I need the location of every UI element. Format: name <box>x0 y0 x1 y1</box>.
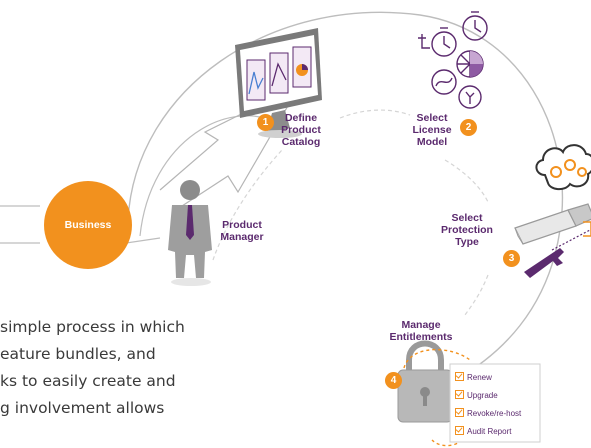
dashed-loop <box>403 349 471 369</box>
license-pie-fill <box>470 51 483 77</box>
padlock-icon <box>397 340 453 423</box>
step-1-line-2: Product <box>281 124 321 136</box>
checklist-item-renew[interactable]: Renew <box>455 372 492 383</box>
body-text-line-3: ks to easily create and <box>0 372 176 390</box>
product-manager-line-2: Manager <box>220 231 264 243</box>
step-2-label: Select License Model <box>407 112 457 148</box>
body-text-line-4: g involvement allows <box>0 399 165 417</box>
checkbox-icon <box>455 426 464 435</box>
checklist-label: Renew <box>467 373 492 382</box>
step-3-line-1: Select <box>451 212 483 224</box>
checklist-item-audit-report[interactable]: Audit Report <box>455 426 511 437</box>
dashed-flow-2 <box>339 109 411 119</box>
step-4-line-2: Entitlements <box>389 331 453 343</box>
checklist-item-upgrade[interactable]: Upgrade <box>455 390 498 401</box>
product-manager-figure <box>168 180 212 286</box>
step-1-badge: 1 <box>257 114 274 131</box>
checklist-label: Audit Report <box>467 427 512 436</box>
checkbox-icon <box>455 372 464 381</box>
step-2-line-1: Select <box>416 112 448 124</box>
checklist-label: Revoke/re-host <box>467 409 522 418</box>
cloud-icon <box>535 144 591 191</box>
step-1-line-1: Define <box>284 112 318 124</box>
process-arc <box>127 11 564 381</box>
dashed-flow-4 <box>464 274 489 316</box>
step-1-label: Define Product Catalog <box>271 112 331 148</box>
body-text-line-2: eature bundles, and <box>0 345 156 363</box>
usb-dongle-icon <box>514 203 591 245</box>
checklist-item-revoke[interactable]: Revoke/re-host <box>455 408 521 419</box>
step-3-label: Select Protection Type <box>432 212 502 248</box>
product-manager-label: Product Manager <box>212 219 272 243</box>
business-label: Business <box>64 219 112 231</box>
business-flow-line-right <box>125 237 161 244</box>
entitlements-panel <box>449 363 541 443</box>
step-3-badge: 3 <box>503 250 520 267</box>
product-manager-line-1: Product <box>222 219 262 231</box>
step-2-line-2: License <box>412 124 452 136</box>
checkbox-icon <box>455 408 464 417</box>
step-3-line-3: Type <box>455 236 479 248</box>
step-2-badge: 2 <box>460 119 477 136</box>
step-4-badge: 4 <box>385 372 402 389</box>
step-4-line-1: Manage <box>401 319 441 331</box>
checklist-label: Upgrade <box>467 391 498 400</box>
step-3-line-2: Protection <box>441 224 493 236</box>
body-text-line-1: simple process in which <box>0 318 185 336</box>
business-circle <box>44 181 132 269</box>
license-key-icon <box>524 221 591 278</box>
step-4-label: Manage Entitlements <box>380 319 462 343</box>
monitor-icon <box>235 28 322 138</box>
step-2-line-3: Model <box>416 136 448 148</box>
dashed-flow-1 <box>212 149 283 261</box>
step-1-line-3: Catalog <box>281 136 321 148</box>
checkbox-icon <box>455 390 464 399</box>
dashed-flow-3 <box>444 159 489 203</box>
